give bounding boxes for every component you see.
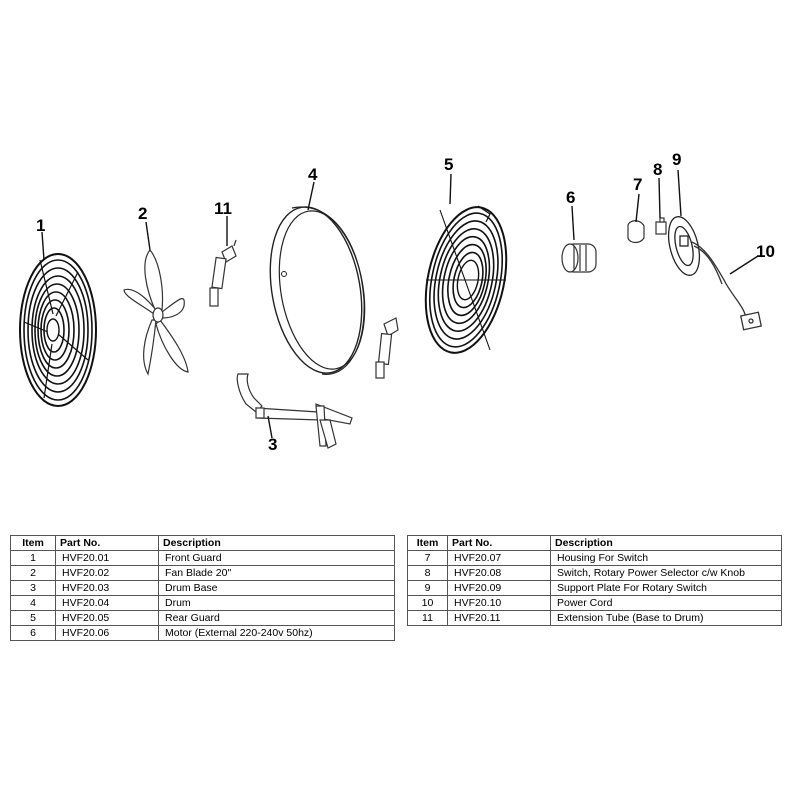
cell-item: 10 bbox=[407, 595, 448, 611]
callout-3: 3 bbox=[268, 435, 277, 454]
power-cord-drawing bbox=[691, 241, 763, 331]
header-description: Description bbox=[550, 535, 782, 551]
cell-part-no: HVF20.10 bbox=[447, 595, 551, 611]
cell-part-no: HVF20.04 bbox=[55, 595, 159, 611]
cell-part-no: HVF20.03 bbox=[55, 580, 159, 596]
leader-9 bbox=[677, 169, 682, 217]
leader-7 bbox=[635, 193, 640, 223]
cell-description: Front Guard bbox=[158, 550, 395, 566]
callout-9: 9 bbox=[672, 150, 681, 169]
leader-1 bbox=[41, 231, 45, 261]
cell-item: 11 bbox=[407, 610, 448, 626]
motor-drawing bbox=[561, 243, 597, 273]
rear-guard-drawing bbox=[424, 205, 508, 354]
drum-drawing bbox=[269, 206, 366, 375]
header-description: Description bbox=[158, 535, 395, 551]
cell-description: Power Cord bbox=[550, 595, 782, 611]
cell-item: 8 bbox=[407, 565, 448, 581]
callout-2: 2 bbox=[138, 204, 147, 223]
cell-part-no: HVF20.05 bbox=[55, 610, 159, 626]
callout-6: 6 bbox=[566, 188, 575, 207]
drum-support-tube-drawing bbox=[375, 317, 399, 379]
cell-description: Drum Base bbox=[158, 580, 395, 596]
switch-housing-drawing bbox=[627, 220, 645, 244]
table-header-row: Item Part No. Description bbox=[10, 535, 395, 551]
leader-2 bbox=[145, 221, 151, 251]
cell-part-no: HVF20.01 bbox=[55, 550, 159, 566]
cell-part-no: HVF20.08 bbox=[447, 565, 551, 581]
cell-item: 1 bbox=[10, 550, 56, 566]
fan-blade-drawing bbox=[123, 249, 189, 376]
cell-description: Rear Guard bbox=[158, 610, 395, 626]
cell-item: 5 bbox=[10, 610, 56, 626]
drum-base-drawing bbox=[236, 373, 353, 449]
cell-part-no: HVF20.06 bbox=[55, 625, 159, 641]
extension-tube-drawing bbox=[209, 239, 237, 307]
cell-description: Motor (External 220-240v 50hz) bbox=[158, 625, 395, 641]
cell-description: Fan Blade 20" bbox=[158, 565, 395, 581]
callout-7: 7 bbox=[633, 175, 642, 194]
cell-part-no: HVF20.09 bbox=[447, 580, 551, 596]
callout-4: 4 bbox=[308, 165, 318, 184]
callout-5: 5 bbox=[444, 155, 453, 174]
cell-description: Drum bbox=[158, 595, 395, 611]
cell-item: 6 bbox=[10, 625, 56, 641]
cell-item: 9 bbox=[407, 580, 448, 596]
callout-1: 1 bbox=[36, 216, 45, 235]
cell-part-no: HVF20.02 bbox=[55, 565, 159, 581]
cell-description: Extension Tube (Base to Drum) bbox=[550, 610, 782, 626]
callout-10: 10 bbox=[756, 242, 775, 261]
leader-3 bbox=[267, 415, 273, 439]
cell-description: Switch, Rotary Power Selector c/w Knob bbox=[550, 565, 782, 581]
header-item: Item bbox=[407, 535, 448, 551]
leader-8 bbox=[658, 177, 661, 219]
cell-item: 7 bbox=[407, 550, 448, 566]
leader-10 bbox=[729, 255, 759, 275]
cell-item: 2 bbox=[10, 565, 56, 581]
header-part-no: Part No. bbox=[55, 535, 159, 551]
cell-description: Support Plate For Rotary Switch bbox=[550, 580, 782, 596]
leader-6 bbox=[571, 205, 575, 241]
cell-item: 3 bbox=[10, 580, 56, 596]
cell-description: Housing For Switch bbox=[550, 550, 782, 566]
leader-4 bbox=[307, 181, 315, 211]
callout-11: 11 bbox=[214, 199, 232, 218]
cell-part-no: HVF20.11 bbox=[447, 610, 551, 626]
cell-item: 4 bbox=[10, 595, 56, 611]
callout-8: 8 bbox=[653, 160, 662, 179]
exploded-view-diagram: 1 2 3 4 5 6 7 8 9 10 11 bbox=[19, 150, 775, 454]
header-item: Item bbox=[10, 535, 56, 551]
header-part-no: Part No. bbox=[447, 535, 551, 551]
table-header-row: Item Part No. Description bbox=[407, 535, 782, 551]
leader-5 bbox=[449, 173, 452, 205]
front-guard-drawing bbox=[19, 253, 97, 407]
cell-part-no: HVF20.07 bbox=[447, 550, 551, 566]
support-plate-drawing bbox=[667, 216, 701, 276]
rotary-switch-drawing bbox=[655, 217, 667, 235]
